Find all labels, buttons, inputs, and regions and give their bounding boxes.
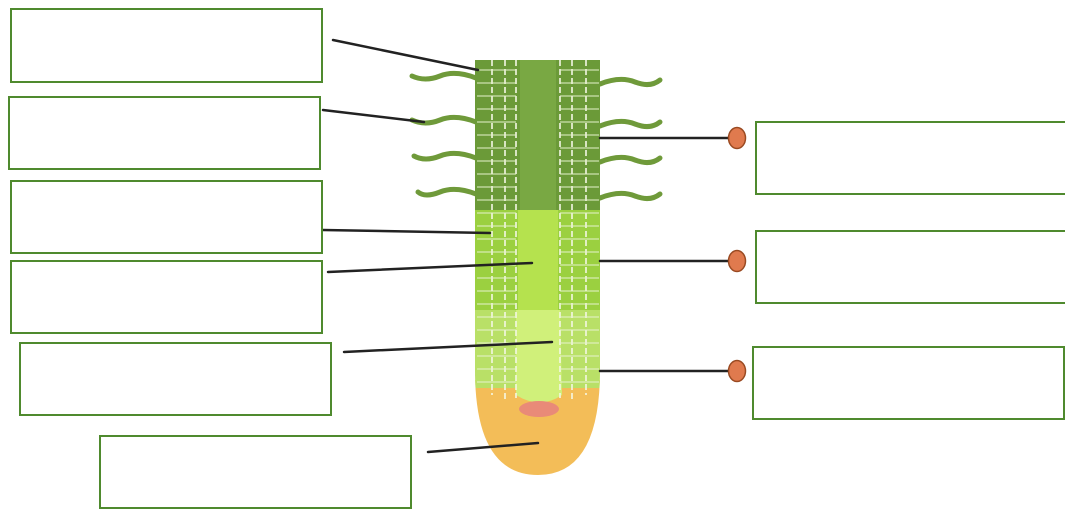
leader-line [426, 441, 540, 454]
label-box-left-5[interactable] [19, 342, 332, 416]
cell-rows [477, 69, 599, 383]
marker-dot [727, 249, 747, 273]
root-hair [597, 118, 663, 130]
label-box-left-4[interactable] [10, 260, 323, 334]
marker-dot [727, 359, 747, 383]
root-hairs [409, 70, 663, 202]
leader-lines [321, 38, 735, 454]
root-hair [415, 186, 479, 198]
leader-line [321, 108, 426, 124]
vascular-cylinder-meristem [516, 310, 562, 403]
label-box-right-2[interactable] [755, 230, 1065, 304]
label-box-right-1[interactable] [755, 121, 1065, 195]
vascular-cylinder-mature [520, 60, 556, 210]
leader-line [342, 340, 554, 354]
marker-dot [727, 126, 747, 150]
leader-line [321, 228, 492, 235]
vascular-cylinder-elongation [518, 210, 558, 310]
root-hair [411, 150, 479, 162]
root-hair [409, 70, 479, 82]
leader-line [326, 261, 534, 274]
root-hair [597, 190, 663, 202]
label-box-right-3[interactable] [752, 346, 1065, 420]
label-box-left-1[interactable] [10, 8, 323, 83]
label-box-left-3[interactable] [10, 180, 323, 254]
label-box-left-6[interactable] [99, 435, 412, 509]
root-body [475, 60, 600, 475]
root-hair [597, 154, 663, 166]
root-hair [597, 76, 663, 88]
marker-dots [727, 126, 747, 383]
label-box-left-2[interactable] [8, 96, 321, 170]
quiescent-center [519, 401, 559, 417]
leader-line [331, 38, 480, 72]
